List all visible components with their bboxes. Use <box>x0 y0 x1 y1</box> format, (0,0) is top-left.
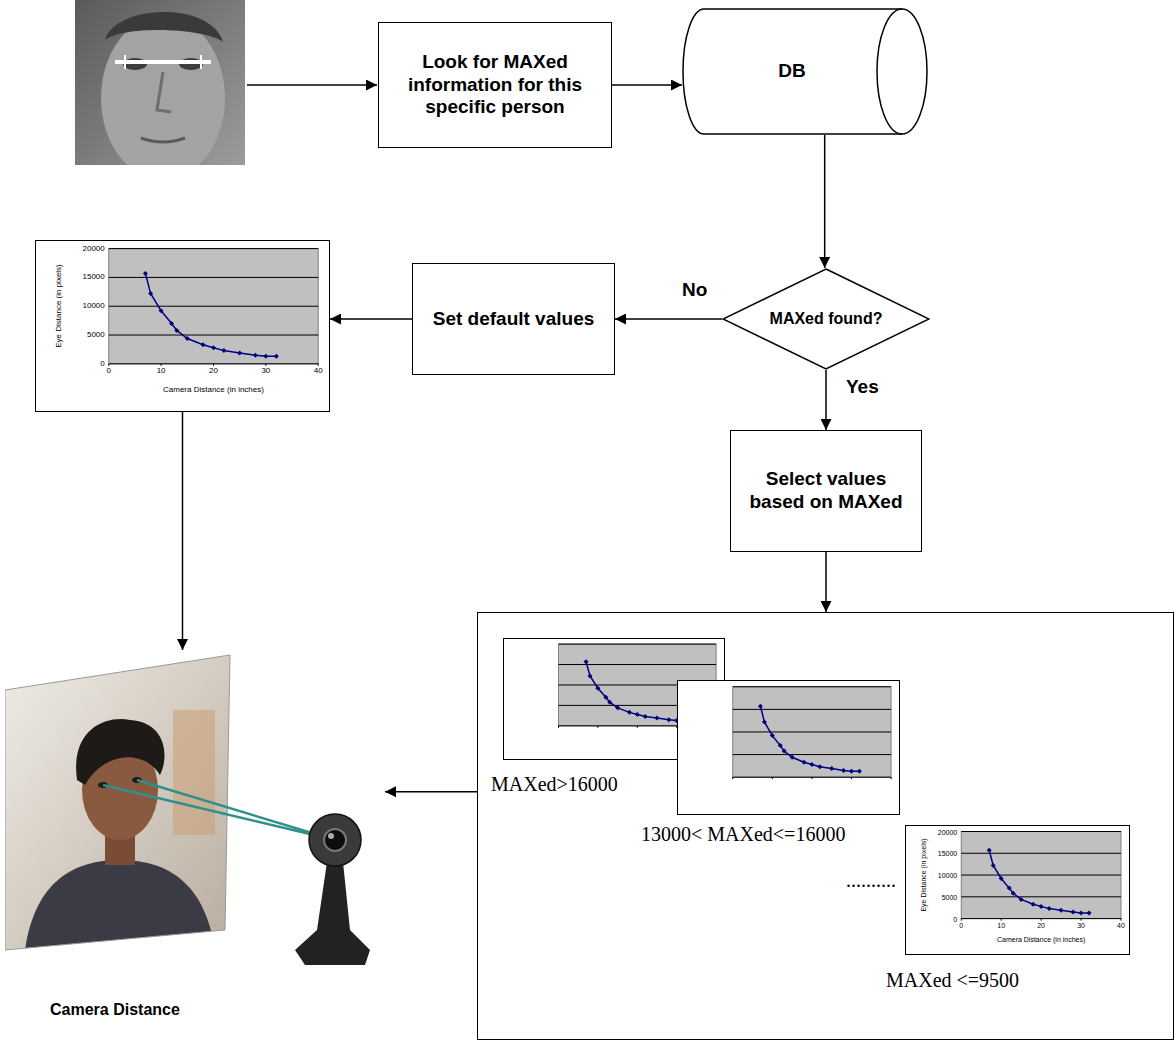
range-label: MAXed <=9500 <box>886 969 1019 992</box>
connector-arrow <box>385 791 477 793</box>
connector-arrow <box>615 318 722 320</box>
axis-title: Eye Distance (in pixels) <box>55 264 63 348</box>
connector-arrow <box>612 84 682 86</box>
chart-group-box: MAXed>16000 13000< MAXed<=16000..........… <box>477 612 1174 1040</box>
input-arrow <box>247 84 377 86</box>
process-box: Set default values <box>412 263 615 375</box>
tick-label: 10000 <box>83 302 105 310</box>
text-group: Set default values <box>433 308 595 331</box>
camera-photo: Camera Distance <box>5 650 385 970</box>
tick-label: 0 <box>107 367 111 375</box>
face-photo <box>75 0 245 165</box>
process-box: Look for MAXed information for this spec… <box>378 22 612 148</box>
text-group: Look for MAXed information for this spec… <box>389 51 601 119</box>
node-text: Select values based on MAXed <box>741 468 911 514</box>
mini-chart <box>677 680 900 815</box>
tick-label: 20 <box>209 367 218 375</box>
axis-title: Eye Distance (in pixels) <box>920 838 927 911</box>
tick-label: 10 <box>157 367 166 375</box>
mini-chart: 20000 15000 10000 5000 00 10 20 30 40Camera Dist… <box>905 825 1130 955</box>
range-label: MAXed>16000 <box>491 773 618 796</box>
range-label: 13000< MAXed<=16000 <box>641 823 845 846</box>
node-text: Set default values <box>433 308 595 331</box>
tick-label: 15000 <box>938 850 957 857</box>
edge-label: Yes <box>844 376 881 399</box>
tick-label: 10 <box>997 922 1005 929</box>
tick-label: 40 <box>1117 922 1125 929</box>
connector-arrow <box>824 135 826 268</box>
default-chart: 20000 15000 10000 5000 00 10 20 30 40Camera Dist… <box>35 240 330 412</box>
node-text: Look for MAXed information for this spec… <box>389 51 601 119</box>
tick-label: 5000 <box>942 893 958 900</box>
tick-label: 0 <box>100 360 104 368</box>
process-box: Select values based on MAXed <box>730 430 922 552</box>
connector-arrow <box>182 412 184 650</box>
tick-label: 30 <box>261 367 270 375</box>
axis-title: Camera Distance (in inches) <box>163 386 264 394</box>
decision-diamond: MAXed found? <box>722 268 930 370</box>
camera-illustration <box>5 650 385 970</box>
tick-label: 20000 <box>83 245 105 253</box>
photo-caption: Camera Distance <box>50 1000 180 1019</box>
tick-label: 5000 <box>87 331 105 339</box>
chart-graphic <box>677 680 900 815</box>
node-text: DB <box>778 60 805 83</box>
axis-title: Camera Distance (in inches) <box>997 936 1085 943</box>
tick-label: 15000 <box>83 273 105 281</box>
tick-label: 40 <box>314 367 323 375</box>
database-cylinder: DB <box>682 8 928 135</box>
tick-label: 0 <box>959 922 963 929</box>
node-text: MAXed found? <box>770 309 883 328</box>
connector-arrow <box>330 318 412 320</box>
edge-label: No <box>680 279 709 302</box>
tick-label: 20 <box>1037 922 1045 929</box>
connector-arrow <box>825 552 827 612</box>
tick-label: 10000 <box>938 872 957 879</box>
text-group: Select values based on MAXed <box>741 468 911 514</box>
range-label: .......... <box>846 869 896 892</box>
connector-arrow <box>825 370 827 430</box>
tick-label: 30 <box>1077 922 1085 929</box>
tick-label: 20000 <box>938 828 957 835</box>
tick-label: 0 <box>953 915 957 922</box>
